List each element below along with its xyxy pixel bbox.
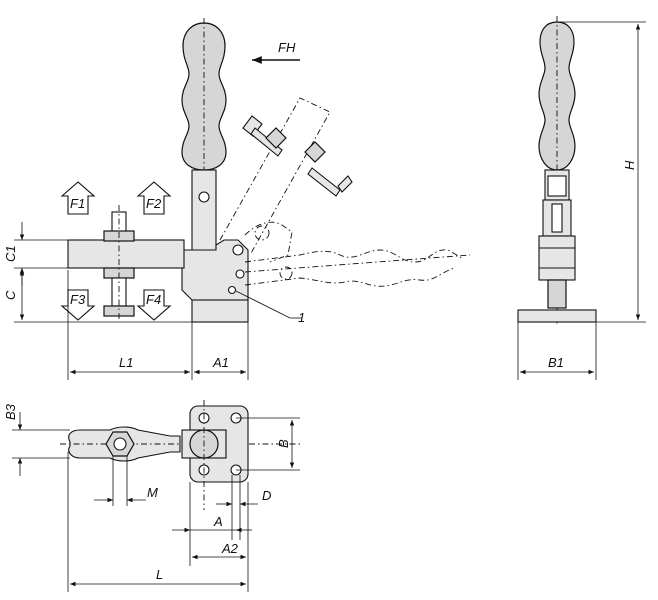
label-l: L xyxy=(156,567,163,582)
label-b3: B3 xyxy=(3,403,18,420)
label-c: C xyxy=(3,290,18,300)
side-body xyxy=(538,235,576,281)
label-fh: FH xyxy=(278,40,296,55)
label-h: H xyxy=(622,160,637,170)
label-a2: A2 xyxy=(221,541,239,556)
front-clamp-arm xyxy=(67,239,185,269)
label-m: M xyxy=(147,485,158,500)
label-a1: A1 xyxy=(212,355,229,370)
label-f1: F1 xyxy=(70,196,85,211)
label-f2: F2 xyxy=(146,196,162,211)
label-d: D xyxy=(262,488,271,503)
force-arrow-f1 xyxy=(60,181,96,215)
side-view: H B1 xyxy=(517,16,646,380)
force-arrow-f4 xyxy=(136,289,172,321)
label-c1: C1 xyxy=(3,245,18,262)
label-a: A xyxy=(213,514,223,529)
label-b: B xyxy=(276,439,291,448)
front-base-plate xyxy=(191,299,249,323)
top-view: B3 B M D A A2 L xyxy=(3,400,300,592)
side-base-plate xyxy=(517,309,597,323)
label-f4: F4 xyxy=(146,292,161,307)
phantom-bolt-upper xyxy=(242,115,263,137)
label-l1: L1 xyxy=(119,355,133,370)
phantom-bolt-lower xyxy=(337,175,353,193)
front-view: FH F1 F2 F3 F4 C1 C L1 A1 1 xyxy=(3,18,471,380)
force-arrow-f2 xyxy=(136,181,172,215)
label-item-1: 1 xyxy=(298,310,305,325)
front-clamp-body xyxy=(181,239,249,301)
label-f3: F3 xyxy=(70,292,86,307)
force-arrow-f3 xyxy=(60,289,96,321)
label-b1: B1 xyxy=(548,355,564,370)
front-open-position-phantom xyxy=(219,97,471,287)
